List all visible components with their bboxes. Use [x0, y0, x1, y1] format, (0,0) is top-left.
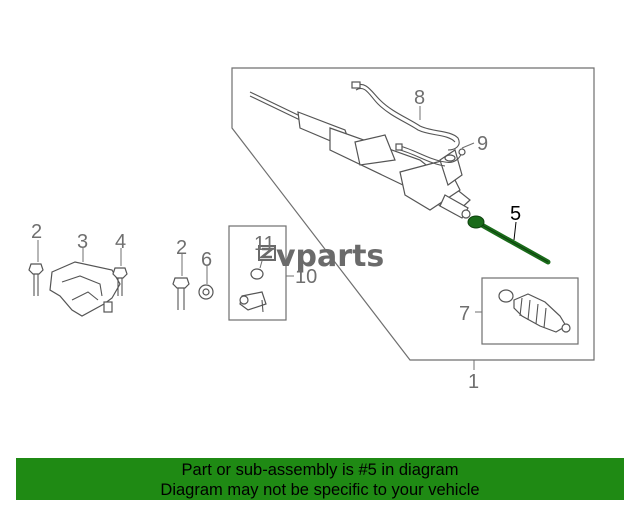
callout-8: 8	[414, 87, 425, 109]
callout-6: 6	[201, 249, 212, 271]
bolt-right	[112, 267, 128, 296]
callout-10: 10	[295, 266, 317, 288]
bolt-left	[28, 263, 44, 296]
tie-rod-end	[239, 268, 267, 313]
zvparts-logo: vparts	[258, 239, 384, 274]
callout-9: 9	[477, 133, 488, 155]
boot-kit-box	[481, 277, 579, 345]
callout-3: 3	[77, 231, 88, 253]
leader-lines	[37, 106, 517, 370]
bolt-center	[172, 277, 190, 310]
assembly-outline	[231, 67, 595, 361]
callout-7: 7	[459, 303, 470, 325]
tie-rod-end-box	[228, 225, 287, 321]
banner-line-2: Diagram may not be specific to your vehi…	[160, 481, 480, 499]
callout-11: 11	[254, 233, 275, 255]
callout-5: 5	[510, 203, 521, 225]
callout-1: 1	[468, 371, 479, 393]
banner-line-1: Part or sub-assembly is #5 in diagram	[181, 461, 459, 479]
bushing	[198, 284, 214, 300]
mounting-bracket	[49, 261, 121, 317]
inner-tie-rod-highlight	[467, 215, 551, 265]
info-banner: Part or sub-assembly is #5 in diagram Di…	[16, 458, 624, 500]
callout-2-center: 2	[176, 237, 187, 259]
logo-wordmark: vparts	[276, 239, 384, 274]
hydraulic-lines	[351, 81, 466, 167]
callout-2-left: 2	[31, 221, 42, 243]
callout-4: 4	[115, 231, 126, 253]
steering-rack	[249, 91, 471, 219]
boot-kit	[498, 289, 571, 333]
